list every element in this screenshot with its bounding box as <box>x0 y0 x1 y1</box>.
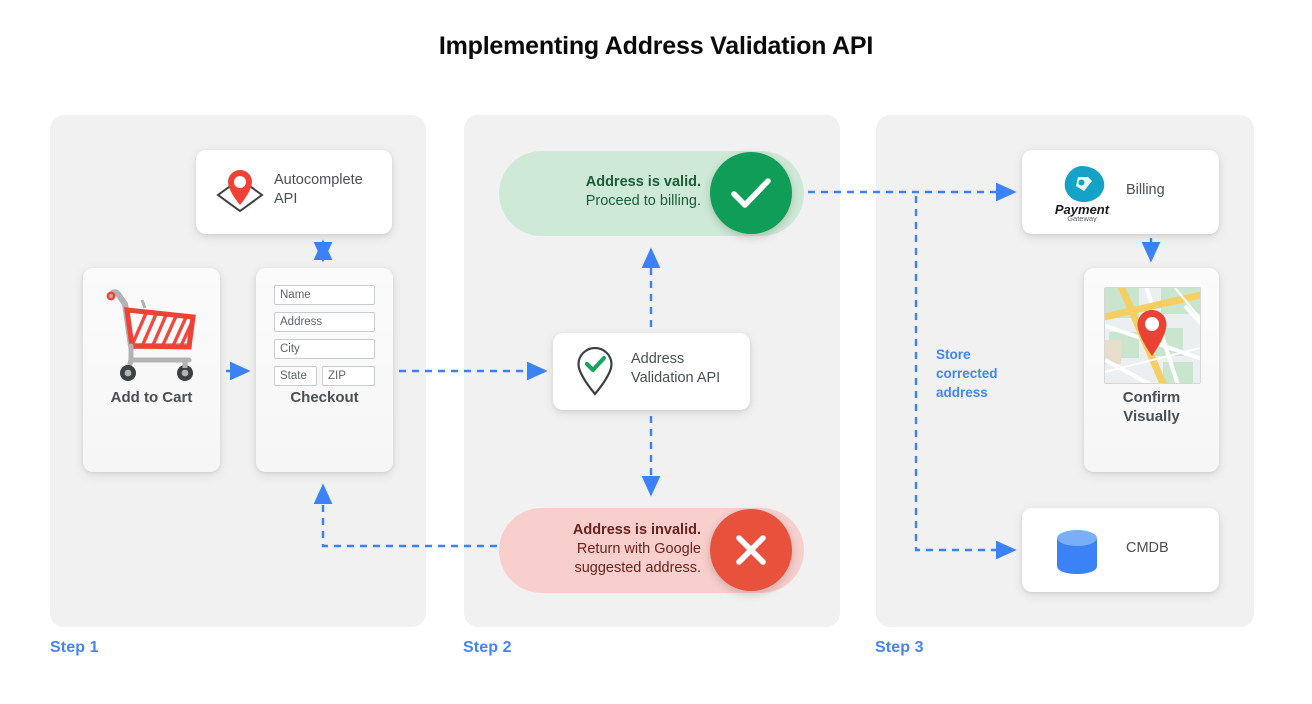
page-title: Implementing Address Validation API <box>438 32 874 60</box>
add-to-cart-card[interactable]: Add to Cart <box>83 268 220 472</box>
shopping-cart-icon <box>106 289 196 381</box>
confirm-visually-card[interactable]: Confirm Visually <box>1084 268 1219 472</box>
step-2-label: Step 2 <box>463 639 512 656</box>
cmdb-card[interactable]: CMDB <box>1022 508 1219 592</box>
store-note-line3: address <box>936 385 988 400</box>
address-invalid-text: Address is invalid. Return with Google s… <box>511 521 701 578</box>
address-invalid-detail-line2: suggested address. <box>574 560 701 576</box>
payment-gateway-icon: Payment Gateway <box>1055 166 1110 222</box>
zip-field[interactable]: ZIP <box>322 366 375 386</box>
address-valid-detail: Proceed to billing. <box>585 193 701 209</box>
payment-logo-secondary: Gateway <box>1067 214 1097 222</box>
address-valid-text: Address is valid. Proceed to billing. <box>511 173 701 211</box>
database-cylinder-icon <box>1057 530 1097 574</box>
billing-label: Billing <box>1126 182 1165 198</box>
store-note-line2: corrected <box>936 366 998 381</box>
autocomplete-api-card[interactable]: Autocomplete API <box>196 150 392 234</box>
pin-check-icon <box>577 346 613 396</box>
validation-line2: Validation API <box>631 370 721 386</box>
cmdb-label: CMDB <box>1126 540 1169 556</box>
map-thumbnail-icon <box>1104 287 1201 384</box>
payment-logo-primary: Payment <box>1055 202 1110 217</box>
state-field[interactable]: State <box>274 366 317 386</box>
autocomplete-api-label: Autocomplete API <box>274 172 363 207</box>
name-field[interactable]: Name <box>274 285 375 305</box>
confirm-line1: Confirm <box>1122 389 1181 406</box>
city-field[interactable]: City <box>274 339 375 359</box>
confirm-line2: Visually <box>1123 408 1180 425</box>
address-invalid-headline: Address is invalid. <box>572 522 701 538</box>
address-validation-api-card[interactable]: Address Validation API <box>553 333 750 410</box>
address-field[interactable]: Address <box>274 312 375 332</box>
address-validation-api-label: Address Validation API <box>631 350 746 388</box>
step-3-label: Step 3 <box>875 639 924 656</box>
store-note-line1: Store <box>936 347 971 362</box>
step-1-label: Step 1 <box>50 639 99 656</box>
validation-line1: Address <box>631 351 685 367</box>
billing-card[interactable]: Payment Gateway Billing <box>1022 150 1219 234</box>
confirm-visually-label: Confirm Visually <box>1084 388 1219 426</box>
address-invalid-detail-line1: Return with Google <box>576 541 701 557</box>
close-icon <box>710 509 792 591</box>
checkout-card[interactable]: Name Address City State ZIP Checkout <box>256 268 393 472</box>
check-icon <box>710 152 792 234</box>
store-corrected-address-note: Store corrected address <box>936 345 1046 402</box>
map-pin-diamond-icon <box>216 170 264 213</box>
checkout-label: Checkout <box>290 389 359 406</box>
add-to-cart-label: Add to Cart <box>110 389 193 406</box>
address-valid-headline: Address is valid. <box>585 174 701 190</box>
